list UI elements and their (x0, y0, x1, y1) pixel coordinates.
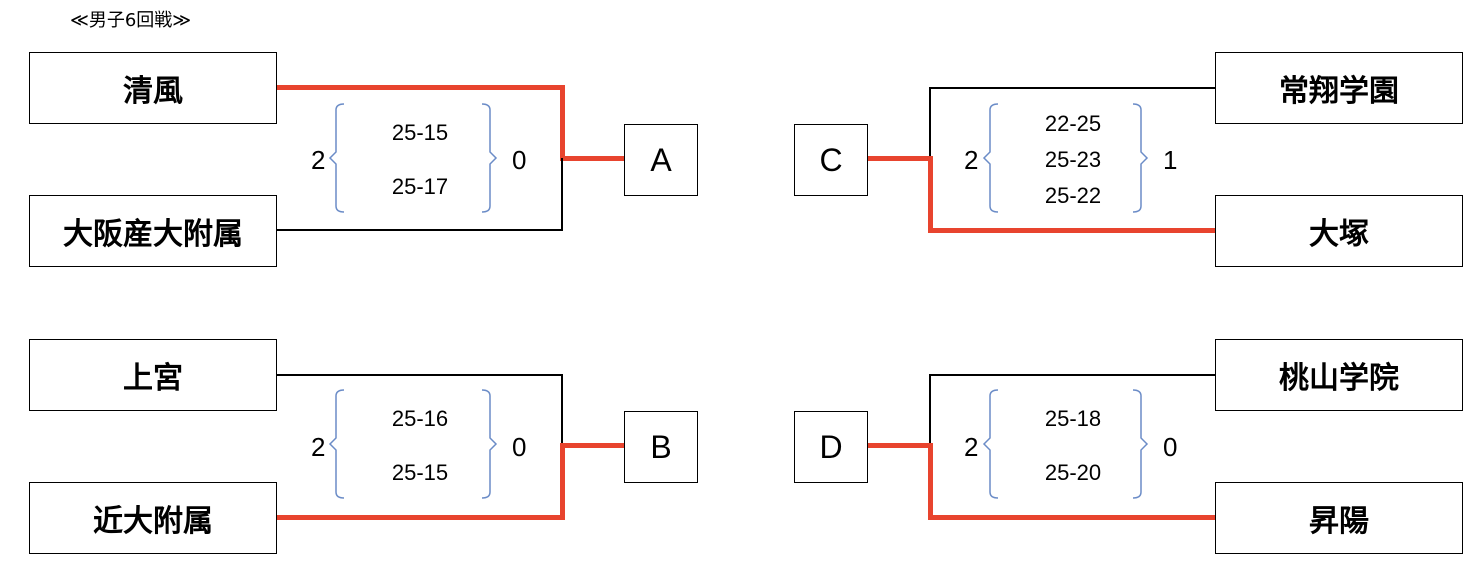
score-bracket-right (481, 103, 498, 213)
score-bracket-right (481, 389, 498, 499)
team-box: 桃山学院 (1215, 339, 1463, 411)
winner-line (277, 515, 565, 520)
set-score: 25-15 (391, 120, 449, 145)
sets-won-right: 0 (512, 145, 527, 175)
set-score: 25-16 (391, 406, 449, 431)
bracket-line (561, 158, 563, 231)
score-bracket-right (1132, 103, 1149, 213)
team-box: 近大附属 (29, 482, 277, 554)
bracket-line (929, 374, 1215, 376)
bracket-line (929, 374, 931, 446)
bracket-line (277, 229, 563, 231)
team-box: 大阪産大附属 (29, 195, 277, 267)
team-box: 大塚 (1215, 195, 1463, 267)
score-bracket-left (328, 103, 345, 213)
set-score: 25-22 (1044, 183, 1102, 208)
score-bracket-left (328, 389, 345, 499)
bracket-line (929, 87, 931, 159)
winner-line (928, 156, 933, 233)
winner-line (928, 443, 933, 520)
result-box: C (794, 124, 868, 196)
set-score: 25-15 (391, 460, 449, 485)
sets-won-left: 2 (964, 145, 979, 175)
winner-line (277, 85, 564, 90)
sets-won-right: 1 (1163, 145, 1178, 175)
score-bracket-right (1132, 389, 1149, 499)
set-score: 22-25 (1044, 111, 1102, 136)
set-score: 25-20 (1044, 460, 1102, 485)
bracket-line (929, 87, 1215, 89)
set-score: 25-17 (391, 174, 449, 199)
bracket-line (277, 374, 563, 376)
sets-won-right: 0 (512, 432, 527, 462)
winner-line (868, 156, 933, 161)
score-bracket-left (982, 389, 999, 499)
team-box: 清風 (29, 52, 277, 124)
sets-won-right: 0 (1163, 432, 1178, 462)
winner-line (560, 443, 624, 448)
sets-won-left: 2 (964, 432, 979, 462)
winner-line (928, 515, 1215, 520)
score-bracket-left (982, 103, 999, 213)
set-score: 25-18 (1044, 406, 1102, 431)
set-score: 25-23 (1044, 147, 1102, 172)
result-box: D (794, 411, 868, 483)
winner-line (560, 85, 565, 161)
sets-won-left: 2 (311, 145, 326, 175)
sets-won-left: 2 (311, 432, 326, 462)
team-box: 昇陽 (1215, 482, 1463, 554)
bracket-line (561, 374, 563, 446)
team-box: 常翔学園 (1215, 52, 1463, 124)
page-title: ≪男子6回戦≫ (70, 10, 192, 31)
winner-line (868, 443, 933, 448)
winner-line (560, 156, 624, 161)
winner-line (928, 228, 1215, 233)
team-box: 上宮 (29, 339, 277, 411)
result-box: A (624, 124, 698, 196)
winner-line (560, 443, 565, 520)
result-box: B (624, 411, 698, 483)
